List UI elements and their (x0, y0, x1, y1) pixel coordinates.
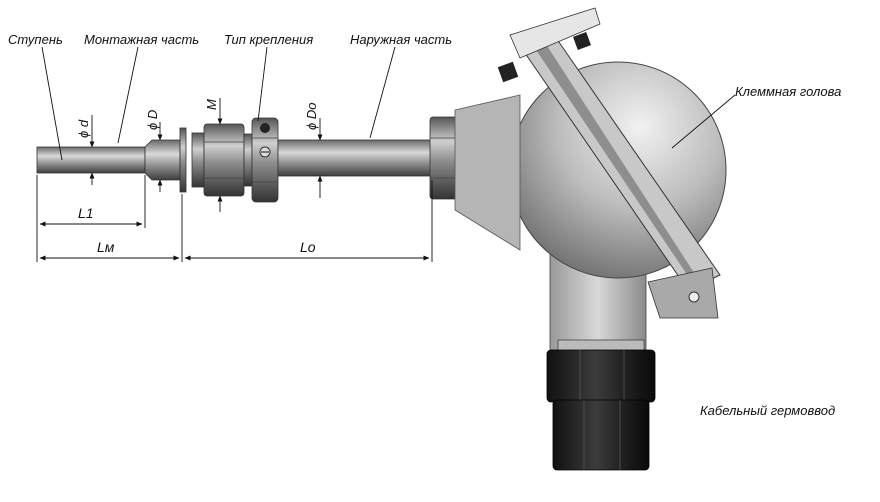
leader-mount-type (257, 46, 268, 122)
label-step: Ступень (8, 32, 63, 47)
outer-part-rod (277, 139, 433, 177)
dim-label-D: ϕ D (145, 110, 160, 130)
dim-label-Do: ϕ Do (304, 103, 319, 130)
probe-step (36, 146, 146, 174)
probe-mounting-section (144, 127, 187, 193)
dim-label-L1: L1 (78, 205, 94, 221)
dim-label-Lm: Lм (97, 239, 115, 255)
dim-label-M: M (204, 99, 219, 110)
label-mounting-part: Монтажная часть (84, 32, 199, 47)
dim-label-Lo: Lo (300, 239, 316, 255)
label-terminal-head: Клеммная голова (735, 84, 841, 99)
mount-fitting (191, 117, 279, 203)
cable-gland (546, 339, 656, 471)
label-cable-gland: Кабельный гермоввод (700, 403, 835, 418)
terminal-head (454, 7, 727, 351)
leader-outer-part (369, 46, 396, 139)
leader-mounting-part (117, 46, 139, 144)
leader-lines (41, 46, 736, 161)
leader-step (41, 46, 63, 161)
dimension-lines (36, 98, 433, 262)
label-outer-part: Наружная часть (350, 32, 452, 47)
leader-terminal-head (671, 94, 736, 149)
dim-label-d: ϕ d (76, 119, 91, 138)
label-mount-type: Тип крепления (224, 32, 313, 47)
